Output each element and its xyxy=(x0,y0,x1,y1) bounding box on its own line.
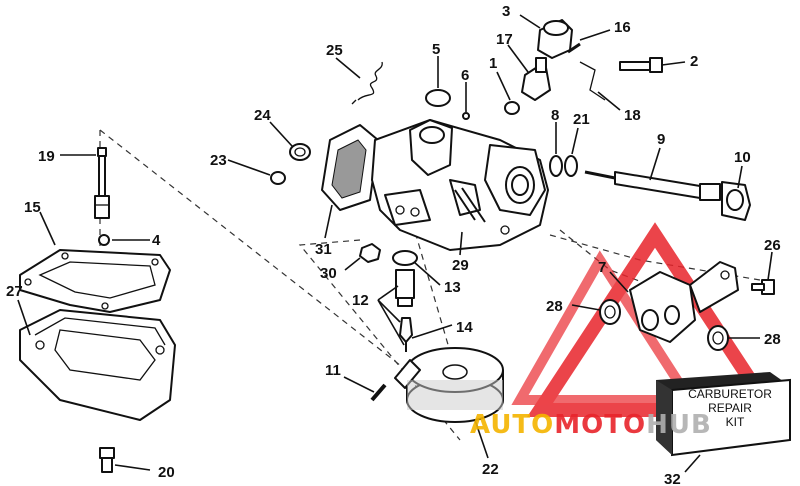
callout-17: 17 xyxy=(496,31,513,48)
bracket-screw xyxy=(751,279,775,295)
callout-14: 14 xyxy=(456,319,473,336)
watermark-hub: HUB xyxy=(646,410,712,440)
knob-screw xyxy=(567,42,581,54)
lever-screw xyxy=(619,57,663,73)
callout-1: 1 xyxy=(489,55,497,72)
callout-32: 32 xyxy=(664,471,681,486)
callout-28-left: 28 xyxy=(546,298,563,315)
throttle-lever xyxy=(521,57,551,101)
callout-22: 22 xyxy=(482,461,499,478)
callout-13: 13 xyxy=(444,279,461,296)
callout-16: 16 xyxy=(614,19,631,36)
drain-screw xyxy=(99,447,115,473)
callout-31: 31 xyxy=(315,241,332,258)
callout-28-right: 28 xyxy=(764,331,781,348)
callout-30: 30 xyxy=(320,265,337,282)
flange-gasket xyxy=(321,124,379,211)
callout-3: 3 xyxy=(502,3,510,20)
float-pin xyxy=(370,383,387,402)
o-ring-small xyxy=(270,171,286,185)
callout-4: 4 xyxy=(152,232,161,249)
bushing-right xyxy=(707,325,729,351)
bushing-left xyxy=(599,299,621,325)
o-ring-large xyxy=(289,143,311,161)
kit-label-line1: CARBURETOR xyxy=(688,387,772,401)
callout-18: 18 xyxy=(624,107,641,124)
adjustment-knob xyxy=(537,19,573,59)
callout-26: 26 xyxy=(764,237,781,254)
svg-text:AUTOMOTOHUB: AUTOMOTOHUB xyxy=(470,410,712,440)
callout-12: 12 xyxy=(352,292,369,309)
welch-plug xyxy=(425,89,451,107)
callout-29: 29 xyxy=(452,257,469,274)
callout-15: 15 xyxy=(24,199,41,216)
callout-5: 5 xyxy=(432,41,440,58)
callout-25: 25 xyxy=(326,42,343,59)
callout-11: 11 xyxy=(325,362,341,379)
throttle-link xyxy=(579,61,606,101)
watermark-moto: MOTO xyxy=(554,410,646,440)
lever-washer xyxy=(504,101,520,115)
callout-23: 23 xyxy=(210,152,227,169)
bowl-gasket xyxy=(19,249,171,313)
callout-27: 27 xyxy=(6,283,23,300)
callout-19: 19 xyxy=(38,148,55,165)
float xyxy=(394,347,504,423)
needle-washer-21 xyxy=(564,155,578,177)
callout-21: 21 xyxy=(573,111,590,128)
callout-2: 2 xyxy=(690,53,698,70)
check-ball xyxy=(462,112,470,120)
watermark-text: AUTOMOTOHUB xyxy=(470,410,712,440)
choke-bracket xyxy=(629,261,739,343)
carburetor-body xyxy=(371,119,549,251)
kit-label-line3: KIT xyxy=(726,415,745,429)
needle-washer-8 xyxy=(549,155,563,177)
callout-6: 6 xyxy=(461,67,469,84)
callout-7: 7 xyxy=(598,259,606,276)
callout-20: 20 xyxy=(158,464,175,481)
callout-9: 9 xyxy=(657,131,665,148)
small-washer xyxy=(98,234,110,246)
float-bowl xyxy=(19,309,176,421)
callout-10: 10 xyxy=(734,149,751,166)
repair-kit-box: CARBURETOR REPAIR KIT xyxy=(656,372,791,457)
throttle-spring xyxy=(351,61,383,105)
watermark-auto: AUTO xyxy=(470,410,554,440)
callout-24: 24 xyxy=(254,107,271,124)
callout-8: 8 xyxy=(551,107,559,124)
bowl-screw xyxy=(94,147,110,219)
leader-lines xyxy=(17,14,773,473)
needle-valve xyxy=(584,170,721,201)
needle-and-seat xyxy=(395,269,415,352)
packing-nut xyxy=(721,181,751,221)
lock-nut xyxy=(359,243,381,263)
callout-numbers: 1 2 3 4 5 6 7 8 9 10 11 12 13 14 15 16 1… xyxy=(6,3,781,486)
seat-gasket xyxy=(392,250,418,266)
kit-label-line2: REPAIR xyxy=(708,401,752,415)
